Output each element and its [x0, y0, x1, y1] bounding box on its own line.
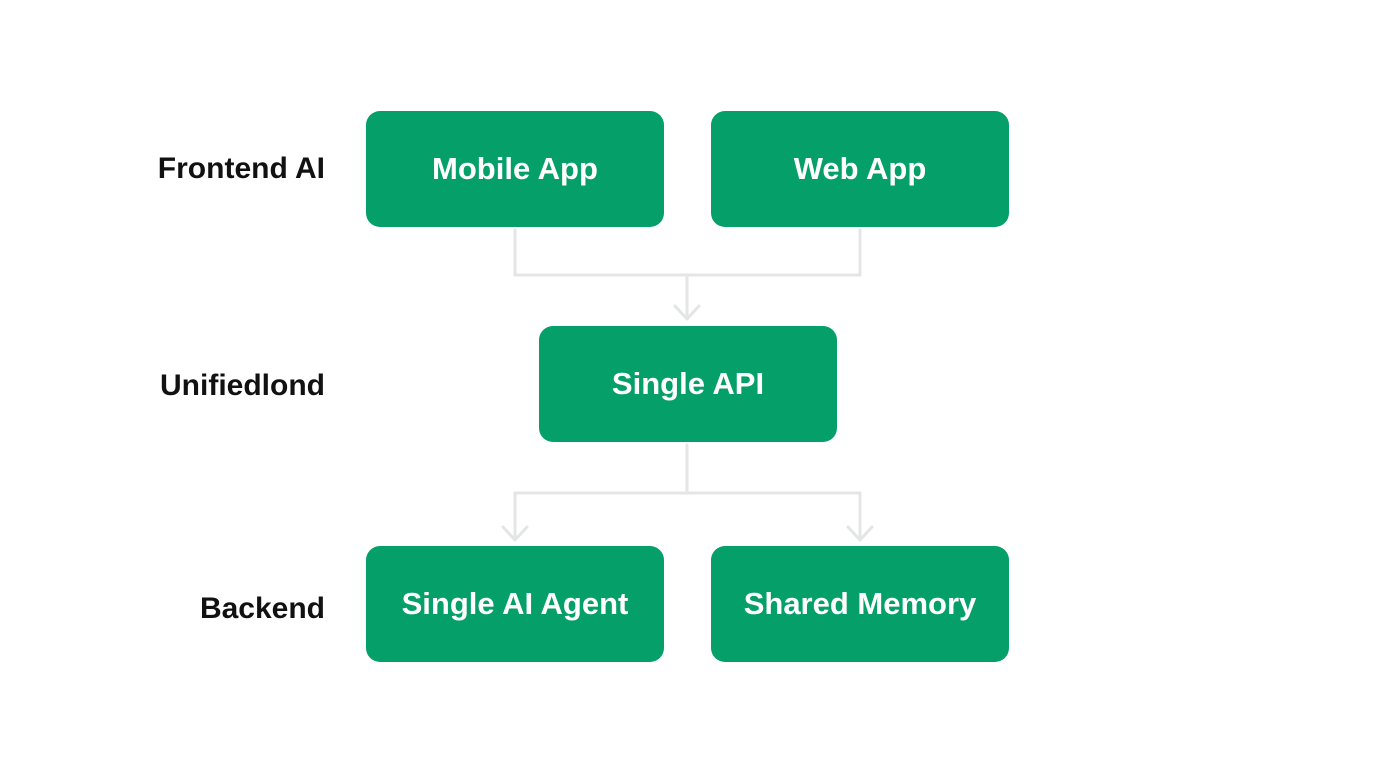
- connector-mobile-app: [513, 228, 689, 277]
- row-label-backend: Backend: [199, 592, 325, 625]
- node-web-app: Web App: [711, 111, 1009, 227]
- node-mobile-app-label: Mobile App: [432, 151, 598, 186]
- node-shared-memory-label: Shared Memory: [743, 586, 977, 621]
- node-mobile-app: Mobile App: [366, 111, 664, 227]
- connector-to-single-ai-agent: [513, 491, 689, 540]
- node-single-ai-agent-label: Single AI Agent: [401, 586, 629, 621]
- arrowhead-shared-memory: [846, 525, 874, 542]
- node-web-app-label: Web App: [793, 151, 927, 186]
- node-single-api-label: Single API: [611, 366, 765, 401]
- connector-web-app: [685, 228, 862, 277]
- row-label-frontend: Frontend AI: [157, 152, 325, 185]
- arrowhead-single-api: [673, 304, 701, 321]
- node-single-api: Single API: [539, 326, 837, 442]
- connector-to-shared-memory: [685, 491, 862, 540]
- row-label-unified: Unifiedlond: [160, 369, 325, 402]
- node-shared-memory: Shared Memory: [711, 546, 1009, 662]
- node-single-ai-agent: Single AI Agent: [366, 546, 664, 662]
- arrowhead-single-ai-agent: [501, 525, 529, 542]
